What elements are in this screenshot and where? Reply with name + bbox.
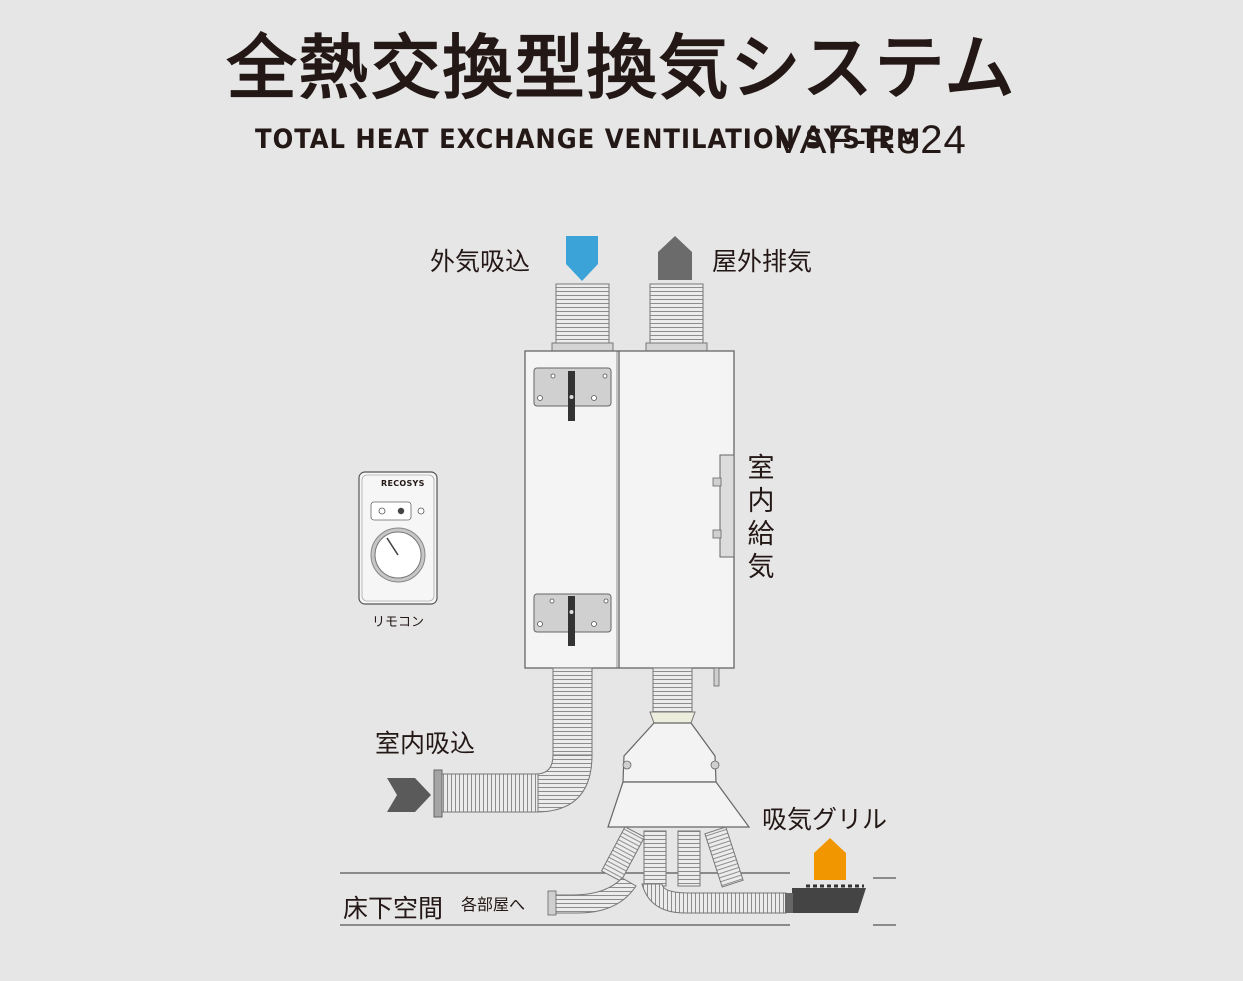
ventilation-unit — [524, 350, 735, 687]
indoor-intake-duct — [433, 667, 593, 818]
page-title: 全熱交換型換気システム — [226, 27, 1017, 109]
outdoor-intake-label: 外気吸込 — [430, 247, 531, 276]
branch-ducts — [547, 826, 787, 916]
distribution-chamber — [607, 722, 751, 828]
outdoor-exhaust-duct — [645, 283, 708, 353]
outdoor-intake-arrow-icon — [566, 236, 598, 281]
indoor-supply-label: 室内給気 — [747, 453, 775, 583]
indoor-intake-arrow-icon — [387, 778, 431, 812]
outdoor-intake-duct — [551, 283, 614, 353]
outdoor-exhaust-arrow-icon — [658, 236, 692, 280]
page-subtitle: TOTAL HEAT EXCHANGE VENTILATION SYSTEM — [255, 124, 922, 155]
intake-grille-arrow-icon — [814, 838, 846, 880]
indoor-intake-label: 室内吸込 — [375, 729, 476, 758]
intake-grille — [785, 884, 866, 913]
supply-duct — [649, 667, 696, 724]
underfloor-label: 床下空間 — [343, 894, 444, 923]
to-each-room-label: 各部屋へ — [461, 895, 526, 914]
remote-brand: RECOSYS — [381, 479, 425, 488]
remote-controller — [358, 471, 438, 605]
intake-grille-label: 吸気グリル — [762, 805, 888, 834]
model-number: VAF-Re24 — [775, 118, 967, 162]
floor-lines — [340, 872, 896, 926]
outdoor-exhaust-label: 屋外排気 — [712, 247, 813, 276]
remote-label: リモコン — [372, 615, 425, 630]
